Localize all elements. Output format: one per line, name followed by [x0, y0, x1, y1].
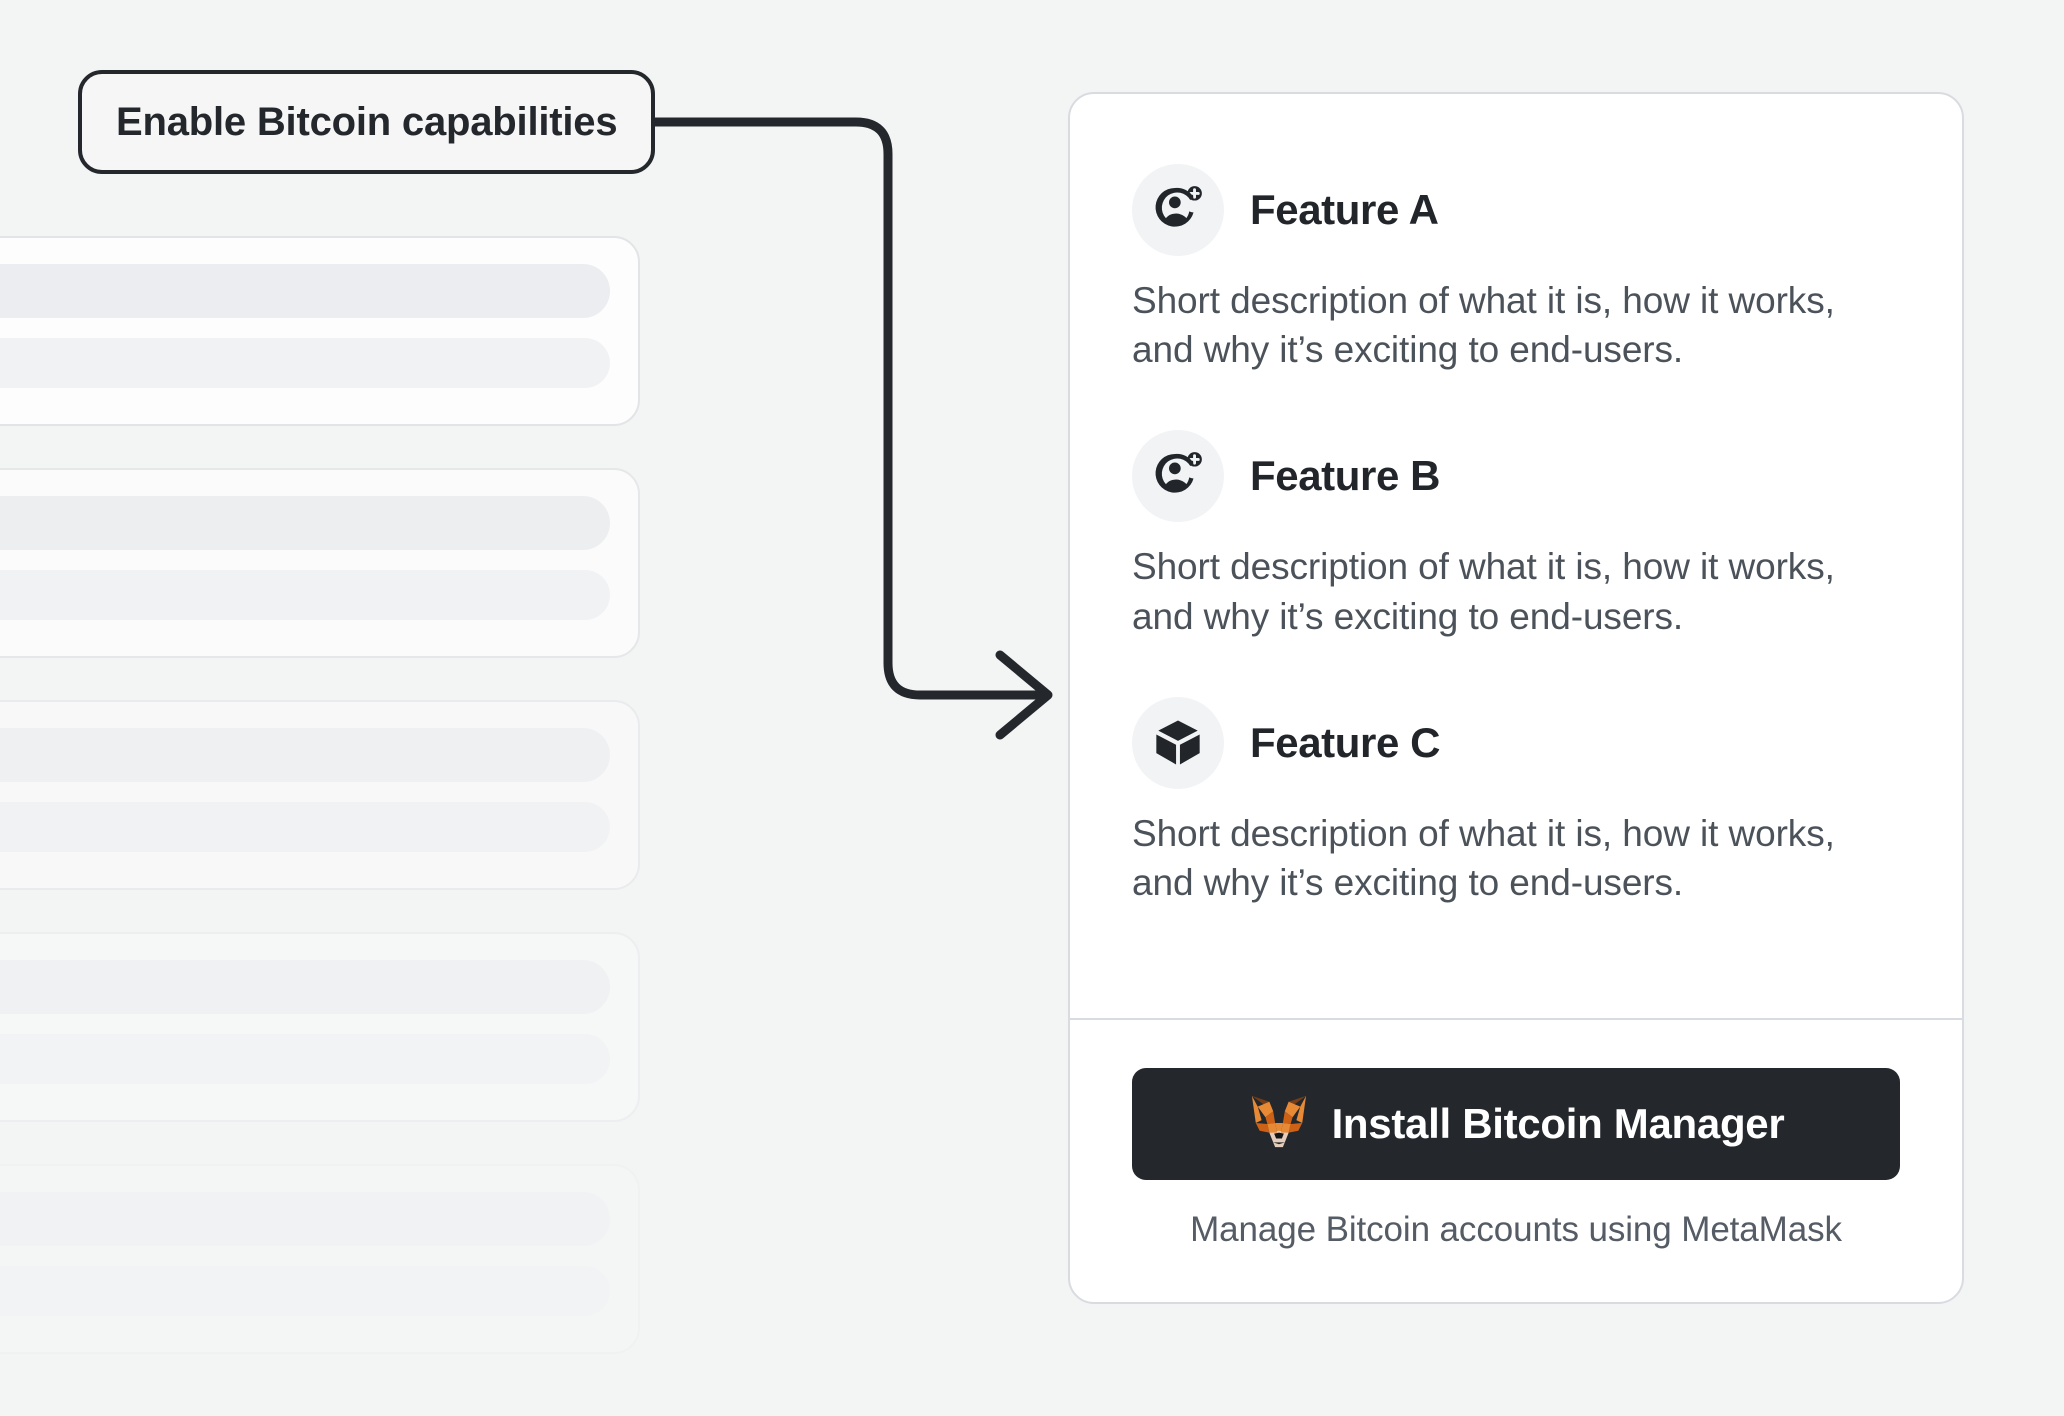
cube-icon: [1132, 696, 1224, 789]
feature-list: Feature A Short description of what it i…: [1070, 94, 1962, 964]
skeleton-bar: [0, 338, 610, 388]
skeleton-bar: [0, 1034, 610, 1084]
skeleton-card-column: [0, 236, 640, 1416]
footer-caption: Manage Bitcoin accounts using MetaMask: [1190, 1210, 1842, 1249]
install-button-label: Install Bitcoin Manager: [1331, 1100, 1785, 1147]
install-bitcoin-manager-button[interactable]: Install Bitcoin Manager: [1132, 1068, 1900, 1180]
callout-label-text: Enable Bitcoin capabilities: [116, 99, 618, 144]
feature-header: Feature B: [1132, 430, 1900, 523]
feature-title: Feature B: [1250, 452, 1441, 500]
feature-item: Feature B Short description of what it i…: [1132, 430, 1900, 640]
skeleton-card: [0, 236, 640, 426]
feature-title: Feature A: [1250, 186, 1439, 233]
feature-description: Short description of what it is, how it …: [1132, 812, 1835, 904]
skeleton-bar: [0, 960, 610, 1014]
feature-title: Feature C: [1250, 718, 1441, 766]
card-divider: [1070, 1018, 1962, 1020]
user-add-icon: [1132, 164, 1224, 256]
skeleton-bar: [0, 264, 610, 318]
card-footer: Install Bitcoin Manager Manage Bitcoin a…: [1070, 1020, 1962, 1302]
skeleton-card: [0, 932, 640, 1122]
skeleton-bar: [0, 1266, 610, 1316]
bitcoin-capabilities-card: Feature A Short description of what it i…: [1068, 92, 1964, 1304]
feature-item: Feature A Short description of what it i…: [1132, 164, 1900, 374]
callout-label-pill: Enable Bitcoin capabilities: [78, 70, 656, 174]
skeleton-bar: [0, 496, 610, 550]
feature-description: Short description of what it is, how it …: [1132, 280, 1835, 371]
metamask-fox-icon: [1248, 1094, 1310, 1155]
skeleton-bar: [0, 802, 610, 852]
skeleton-card: [0, 1164, 640, 1354]
arrow-right-icon: [995, 650, 1053, 740]
skeleton-bar: [0, 570, 610, 620]
feature-description: Short description of what it is, how it …: [1132, 546, 1835, 637]
user-add-icon: [1132, 430, 1224, 523]
skeleton-card: [0, 468, 640, 658]
feature-header: Feature C: [1132, 696, 1900, 789]
skeleton-card: [0, 700, 640, 890]
connector-path: [622, 117, 1045, 700]
feature-header: Feature A: [1132, 164, 1900, 256]
skeleton-bar: [0, 1192, 610, 1246]
feature-item: Feature C Short description of what it i…: [1132, 696, 1900, 907]
skeleton-bar: [0, 728, 610, 782]
